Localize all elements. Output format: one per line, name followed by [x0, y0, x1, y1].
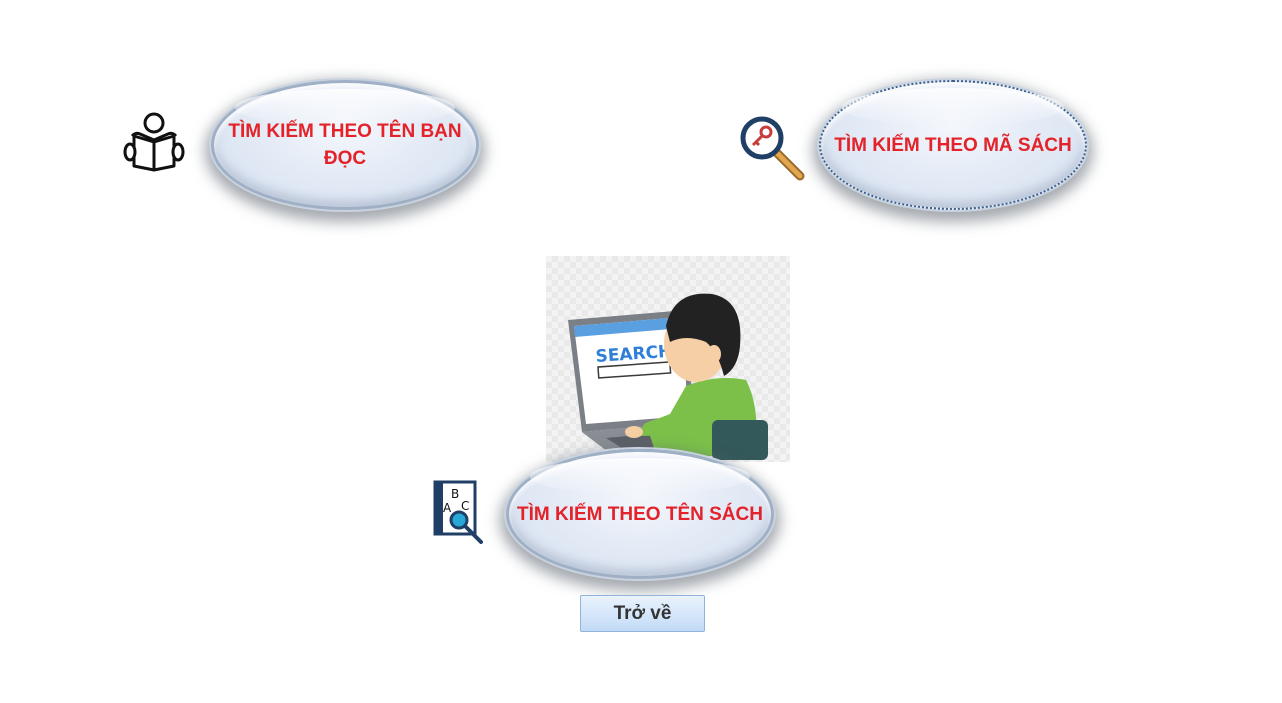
- reader-icon: [122, 110, 186, 174]
- search-by-reader-name-label: TÌM KIẾM THEO TÊN BẠN ĐỌC: [228, 121, 462, 169]
- search-by-book-code-label: TÌM KIẾM THEO MÃ SÁCH: [834, 134, 1072, 156]
- search-by-book-code-button[interactable]: TÌM KIẾM THEO MÃ SÁCH: [819, 80, 1087, 210]
- abc-search-icon: B A C: [431, 478, 487, 548]
- key-search-icon: [738, 114, 808, 184]
- svg-text:B: B: [451, 487, 459, 501]
- search-by-book-title-label: TÌM KIẾM THEO TÊN SÁCH: [517, 503, 763, 525]
- svg-text:C: C: [461, 499, 469, 513]
- search-by-reader-name-button[interactable]: TÌM KIẾM THEO TÊN BẠN ĐỌC: [211, 80, 479, 210]
- svg-text:A: A: [443, 501, 452, 515]
- back-button[interactable]: Trở về: [580, 595, 705, 632]
- search-by-book-title-button[interactable]: TÌM KIẾM THEO TÊN SÁCH: [506, 449, 774, 579]
- search-illustration: SEARCH: [546, 256, 790, 462]
